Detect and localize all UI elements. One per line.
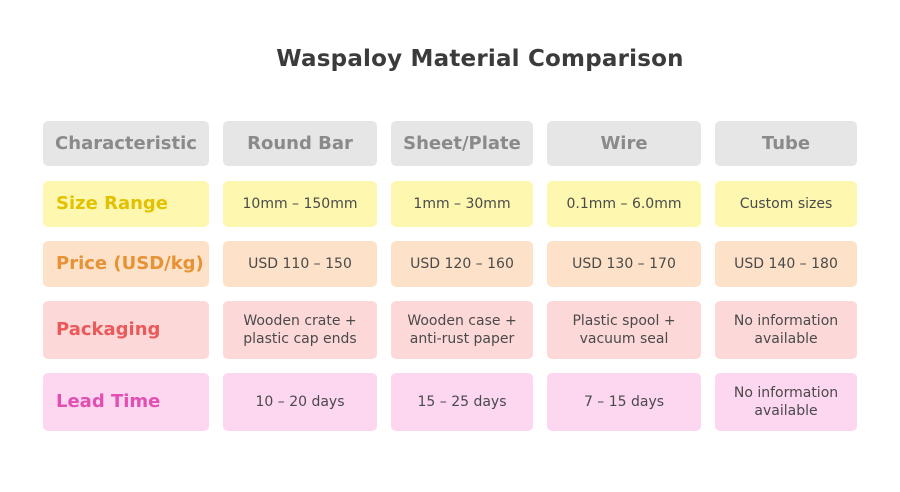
cell-price-wire: USD 130 – 170: [547, 241, 701, 287]
cell-packaging-tube: No information available: [715, 301, 857, 359]
row-label-price: Price (USD/kg): [43, 241, 209, 287]
cell-size-tube: Custom sizes: [715, 181, 857, 227]
cell-lead-wire: 7 – 15 days: [547, 373, 701, 431]
cell-lead-round-bar: 10 – 20 days: [223, 373, 377, 431]
cell-packaging-sheet-plate: Wooden case + anti-rust paper: [391, 301, 533, 359]
page-title: Waspaloy Material Comparison: [276, 46, 684, 72]
cell-packaging-round-bar: Wooden crate + plastic cap ends: [223, 301, 377, 359]
row-label-lead-time: Lead Time: [43, 373, 209, 431]
cell-price-round-bar: USD 110 – 150: [223, 241, 377, 287]
header-sheet-plate: Sheet/Plate: [391, 121, 533, 166]
cell-size-wire: 0.1mm – 6.0mm: [547, 181, 701, 227]
cell-lead-tube: No information available: [715, 373, 857, 431]
header-wire: Wire: [547, 121, 701, 166]
header-round-bar: Round Bar: [223, 121, 377, 166]
row-label-size-range: Size Range: [43, 181, 209, 227]
cell-packaging-wire: Plastic spool + vacuum seal: [547, 301, 701, 359]
cell-size-sheet-plate: 1mm – 30mm: [391, 181, 533, 227]
cell-size-round-bar: 10mm – 150mm: [223, 181, 377, 227]
row-label-packaging: Packaging: [43, 301, 209, 359]
cell-price-tube: USD 140 – 180: [715, 241, 857, 287]
cell-price-sheet-plate: USD 120 – 160: [391, 241, 533, 287]
header-tube: Tube: [715, 121, 857, 166]
cell-lead-sheet-plate: 15 – 25 days: [391, 373, 533, 431]
header-characteristic: Characteristic: [43, 121, 209, 166]
